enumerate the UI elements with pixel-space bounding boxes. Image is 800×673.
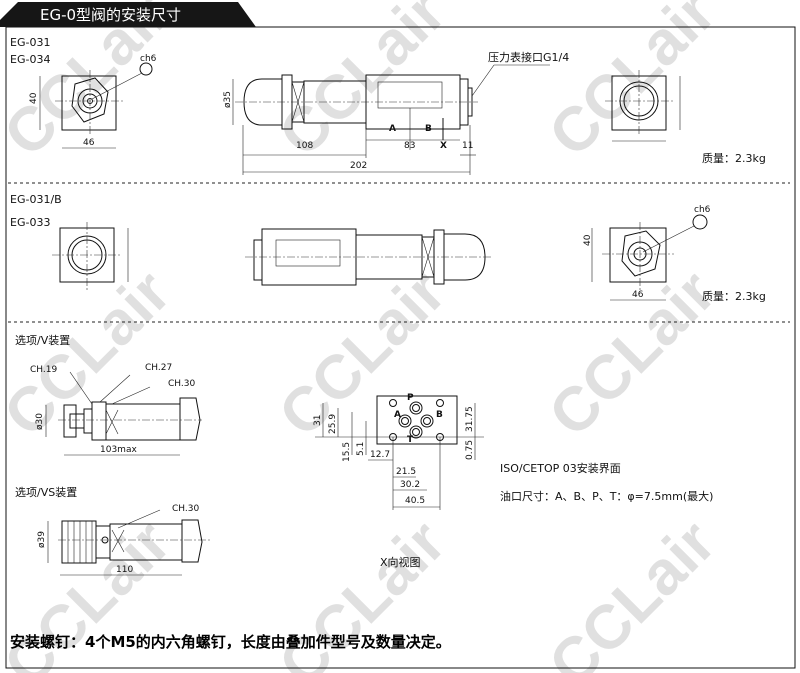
dim-30-2: 30.2 [400, 480, 420, 490]
iso-interface-drawing: P A B T 31 25.9 15.5 5.1 12.7 21.5 30.2 … [313, 393, 713, 569]
watermark: CCLair [266, 257, 459, 450]
model-label: EG-031/B [10, 193, 62, 206]
dim-21-5: 21.5 [396, 467, 416, 477]
dim-40-5: 40.5 [405, 496, 425, 506]
dim-5-1: 5.1 [356, 442, 366, 456]
watermark: CCLair [536, 0, 729, 170]
dim-length: 103max [100, 445, 137, 455]
interface-title: ISO/CETOP 03安装界面 [500, 461, 621, 475]
dim-length: 110 [116, 565, 133, 575]
watermark: CCLair [536, 257, 729, 450]
dim-83: 83 [404, 141, 415, 151]
watermark: CCLair [536, 507, 729, 673]
option-vs-title: 选项/VS装置 [15, 486, 77, 499]
dim-height: 40 [29, 92, 39, 104]
dim-diameter: ø35 [223, 91, 233, 108]
sheet-frame [5, 26, 796, 669]
wrench-label: CH.30 [168, 379, 195, 389]
wrench-label: CH.30 [172, 504, 199, 514]
port-x-label: X [440, 141, 447, 151]
title-tab [0, 2, 256, 27]
wrench-label: CH.27 [145, 363, 172, 373]
dim-diameter: ø30 [35, 413, 45, 430]
model-label: EG-033 [10, 216, 50, 229]
port-t-label: T [407, 435, 414, 445]
port-b-label: B [425, 124, 432, 134]
option-v-drawing: 选项/V装置 ø30 103max CH.19 CH.27 CH.30 [15, 334, 202, 456]
port-b-label: B [436, 410, 443, 420]
gauge-port-label: 压力表接口G1/4 [488, 50, 569, 64]
dim-height: 40 [583, 234, 593, 246]
port-a-label: A [394, 410, 401, 420]
hex-size-label: ch6 [140, 54, 157, 64]
watermark: CCLair [266, 0, 459, 170]
dim-12-7: 12.7 [370, 450, 390, 460]
section-eg031b-eg033: EG-031/B EG-033 ch6 40 46 质量：2.3kg [10, 193, 766, 303]
option-vs-drawing: 选项/VS装置 ø39 110 CH.30 [15, 486, 210, 576]
model-label: EG-031 [10, 36, 50, 49]
hex-size-label: ch6 [694, 205, 711, 215]
dim-25-9: 25.9 [328, 414, 338, 434]
option-v-title: 选项/V装置 [15, 334, 70, 347]
dim-width: 46 [83, 138, 95, 148]
dim-diameter: ø39 [37, 531, 47, 548]
dim-31: 31 [313, 415, 323, 426]
dim-15-5: 15.5 [342, 442, 352, 462]
model-label: EG-034 [10, 53, 50, 66]
dim-11: 11 [462, 141, 473, 151]
dim-width: 46 [632, 290, 644, 300]
dim-202: 202 [350, 161, 367, 171]
section-eg031-eg034: EG-031 EG-034 ch6 40 46 ø35 A B X 83 108 [10, 36, 766, 175]
dim-108: 108 [296, 141, 313, 151]
weight-label: 质量：2.3kg [702, 152, 766, 165]
mounting-screw-note: 安装螺钉：4个M5的内六角螺钉，长度由叠加件型号及数量决定。 [10, 633, 451, 651]
port-size-note: 油口尺寸：A、B、P、T：φ=7.5mm(最大) [500, 489, 713, 503]
weight-label: 质量：2.3kg [702, 290, 766, 303]
page-title: EG-0型阀的安装尺寸 [40, 6, 181, 24]
wrench-label: CH.19 [30, 365, 57, 375]
port-a-label: A [389, 124, 396, 134]
port-p-label: P [407, 393, 414, 403]
x-view-label: X向视图 [380, 555, 421, 569]
dim-0-75: 0.75 [465, 440, 475, 460]
dim-31-75: 31.75 [465, 406, 475, 432]
